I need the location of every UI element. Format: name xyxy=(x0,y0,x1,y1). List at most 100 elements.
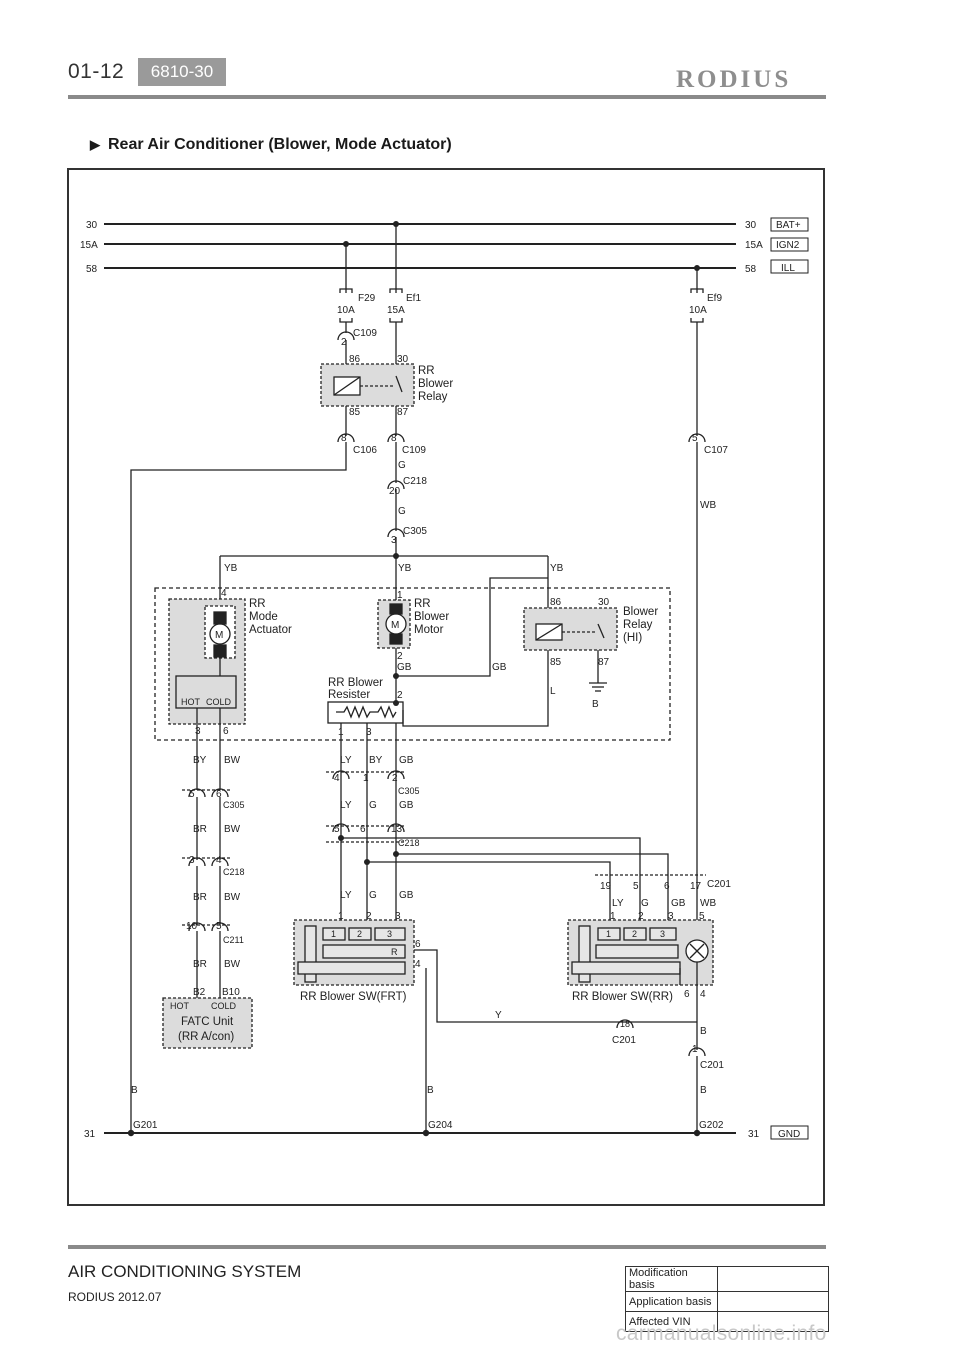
actuator-cold-label: COLD xyxy=(206,697,232,707)
sw-frt-pin-2: 2 xyxy=(366,911,372,922)
page-number: 01-12 xyxy=(68,60,125,83)
sw-rr-pin-2: 2 xyxy=(638,911,644,922)
pin-c109-8: 8 xyxy=(391,433,397,444)
relay-pin-30: 30 xyxy=(397,354,409,365)
actuator-pin-6: 6 xyxy=(223,726,229,737)
c218-pin-6: 6 xyxy=(360,824,366,835)
basis-row: Affected VIN xyxy=(625,1311,829,1332)
footer-model: RODIUS 2012.07 xyxy=(68,1290,162,1304)
sw-rr-pin-3: 3 xyxy=(668,911,674,922)
conn-c106: C106 xyxy=(353,445,377,456)
bus-31-right: 31 xyxy=(748,1129,760,1140)
c211-pin-5: 5 xyxy=(216,921,222,932)
rr-blower-relay-label-1: RR xyxy=(418,365,435,377)
conn-c201-top: C201 xyxy=(707,879,731,890)
conn-c305-lower: C305 xyxy=(398,786,420,796)
hi-relay-pin-87: 87 xyxy=(598,657,610,668)
fuse-ef9-name: Ef9 xyxy=(707,293,722,304)
bus-15a-left: 15A xyxy=(80,240,98,251)
ground-b-label: B xyxy=(592,699,599,710)
c305-left-pin-6: 6 xyxy=(216,789,222,800)
c305-left-pin-5: 5 xyxy=(189,789,195,800)
sw-rr-pin-6: 6 xyxy=(684,989,690,1000)
rr-mode-actuator-label-2: Mode xyxy=(249,611,278,623)
basis-table: Modification basis Application basis Aff… xyxy=(625,1266,829,1332)
sw-frt-pin-4: 4 xyxy=(415,959,421,970)
wire-gb-relay: GB xyxy=(492,662,507,673)
basis-value xyxy=(717,1266,829,1292)
conn-c305-left: C305 xyxy=(223,800,245,810)
c305-pin-2: 2 xyxy=(392,773,398,784)
c201-pin-19: 19 xyxy=(600,881,612,892)
wire-by-1: BY xyxy=(369,755,383,766)
c201-pin-18: 18 xyxy=(620,1019,630,1029)
conn-c218-lower: C218 xyxy=(398,838,420,848)
c201-pin-5: 5 xyxy=(633,881,639,892)
bus-58-tag: ILL xyxy=(781,263,795,274)
hi-relay-pin-85: 85 xyxy=(550,657,562,668)
c305-pin-1: 1 xyxy=(363,773,369,784)
fuse-f29-rating: 10A xyxy=(337,305,355,316)
wire-g-3: G xyxy=(369,800,377,811)
wire-l: L xyxy=(550,686,556,697)
fatc-unit-label-2: (RR A/con) xyxy=(178,1031,234,1043)
wire-gb-3: GB xyxy=(399,890,414,901)
sw-rr-pin-5: 5 xyxy=(699,911,705,922)
section-title-text: Rear Air Conditioner (Blower, Mode Actua… xyxy=(108,136,452,153)
fatc-pin-b10: B10 xyxy=(222,987,240,998)
conn-c218-upper: C218 xyxy=(403,476,427,487)
bus-15a-right: 15A xyxy=(745,240,763,251)
conn-c109-lower: C109 xyxy=(402,445,426,456)
c211-pin-10: 10 xyxy=(186,921,198,932)
sw-rr-pin-4: 4 xyxy=(700,989,706,1000)
blower-relay-hi-label-1: Blower xyxy=(623,606,658,618)
fuse-ef1-rating: 15A xyxy=(387,305,405,316)
relay-pin-86: 86 xyxy=(349,354,361,365)
rr-blower-motor-label-1: RR xyxy=(414,598,431,610)
wire-bw-actuator: BW xyxy=(224,755,241,766)
blower-relay-hi-label-3: (HI) xyxy=(623,632,642,644)
conn-c201-bottom: C201 xyxy=(700,1060,724,1071)
sw-frt-r-label: R xyxy=(391,947,398,957)
basis-row: Application basis xyxy=(625,1291,829,1312)
rr-blower-relay-label-3: Relay xyxy=(418,391,448,403)
rr-mode-actuator-label-3: Actuator xyxy=(249,624,292,636)
c218-left-pin-3: 3 xyxy=(189,855,195,866)
wire-b-ground-rr: B xyxy=(700,1085,707,1096)
conn-c305-upper: C305 xyxy=(403,526,427,537)
wire-by-actuator: BY xyxy=(193,755,207,766)
basis-label: Application basis xyxy=(625,1291,718,1312)
c218-pin-5: 5 xyxy=(334,824,340,835)
sw-rr-pos-2: 2 xyxy=(632,929,637,939)
c201-pin-6: 6 xyxy=(664,881,670,892)
conn-c109-upper: C109 xyxy=(353,328,377,339)
rr-blower-motor-label-3: Motor xyxy=(414,624,444,636)
fuse-f29-name: F29 xyxy=(358,293,376,304)
basis-row: Modification basis xyxy=(625,1266,829,1292)
actuator-pin-4: 4 xyxy=(221,588,227,599)
conn-c211: C211 xyxy=(223,935,244,945)
wire-br-2: BR xyxy=(193,892,207,903)
rr-mode-actuator-label-1: RR xyxy=(249,598,266,610)
wire-bw-2: BW xyxy=(224,892,241,903)
resister-pin-2: 2 xyxy=(397,690,403,701)
motor-pin-1: 1 xyxy=(397,590,403,601)
sw-rr-pos-3: 3 xyxy=(660,929,665,939)
actuator-motor-symbol: M xyxy=(215,630,223,641)
wire-gb-2: GB xyxy=(399,800,414,811)
bus-30-left: 30 xyxy=(86,220,98,231)
fatc-cold-label: COLD xyxy=(211,1001,237,1011)
bus-31-left: 31 xyxy=(84,1129,96,1140)
wire-gb-1: GB xyxy=(399,755,414,766)
hi-relay-pin-30: 30 xyxy=(598,597,610,608)
wire-g-1: G xyxy=(398,460,406,471)
sw-frt-pin-3: 3 xyxy=(395,911,401,922)
wire-yb-right: YB xyxy=(550,563,564,574)
basis-label: Modification basis xyxy=(625,1266,718,1292)
pin-c107-5: 5 xyxy=(692,433,698,444)
wire-bw-3: BW xyxy=(224,959,241,970)
wire-ly-3: LY xyxy=(340,890,352,901)
ground-g202: G202 xyxy=(699,1120,724,1131)
conn-c218-left: C218 xyxy=(223,867,245,877)
